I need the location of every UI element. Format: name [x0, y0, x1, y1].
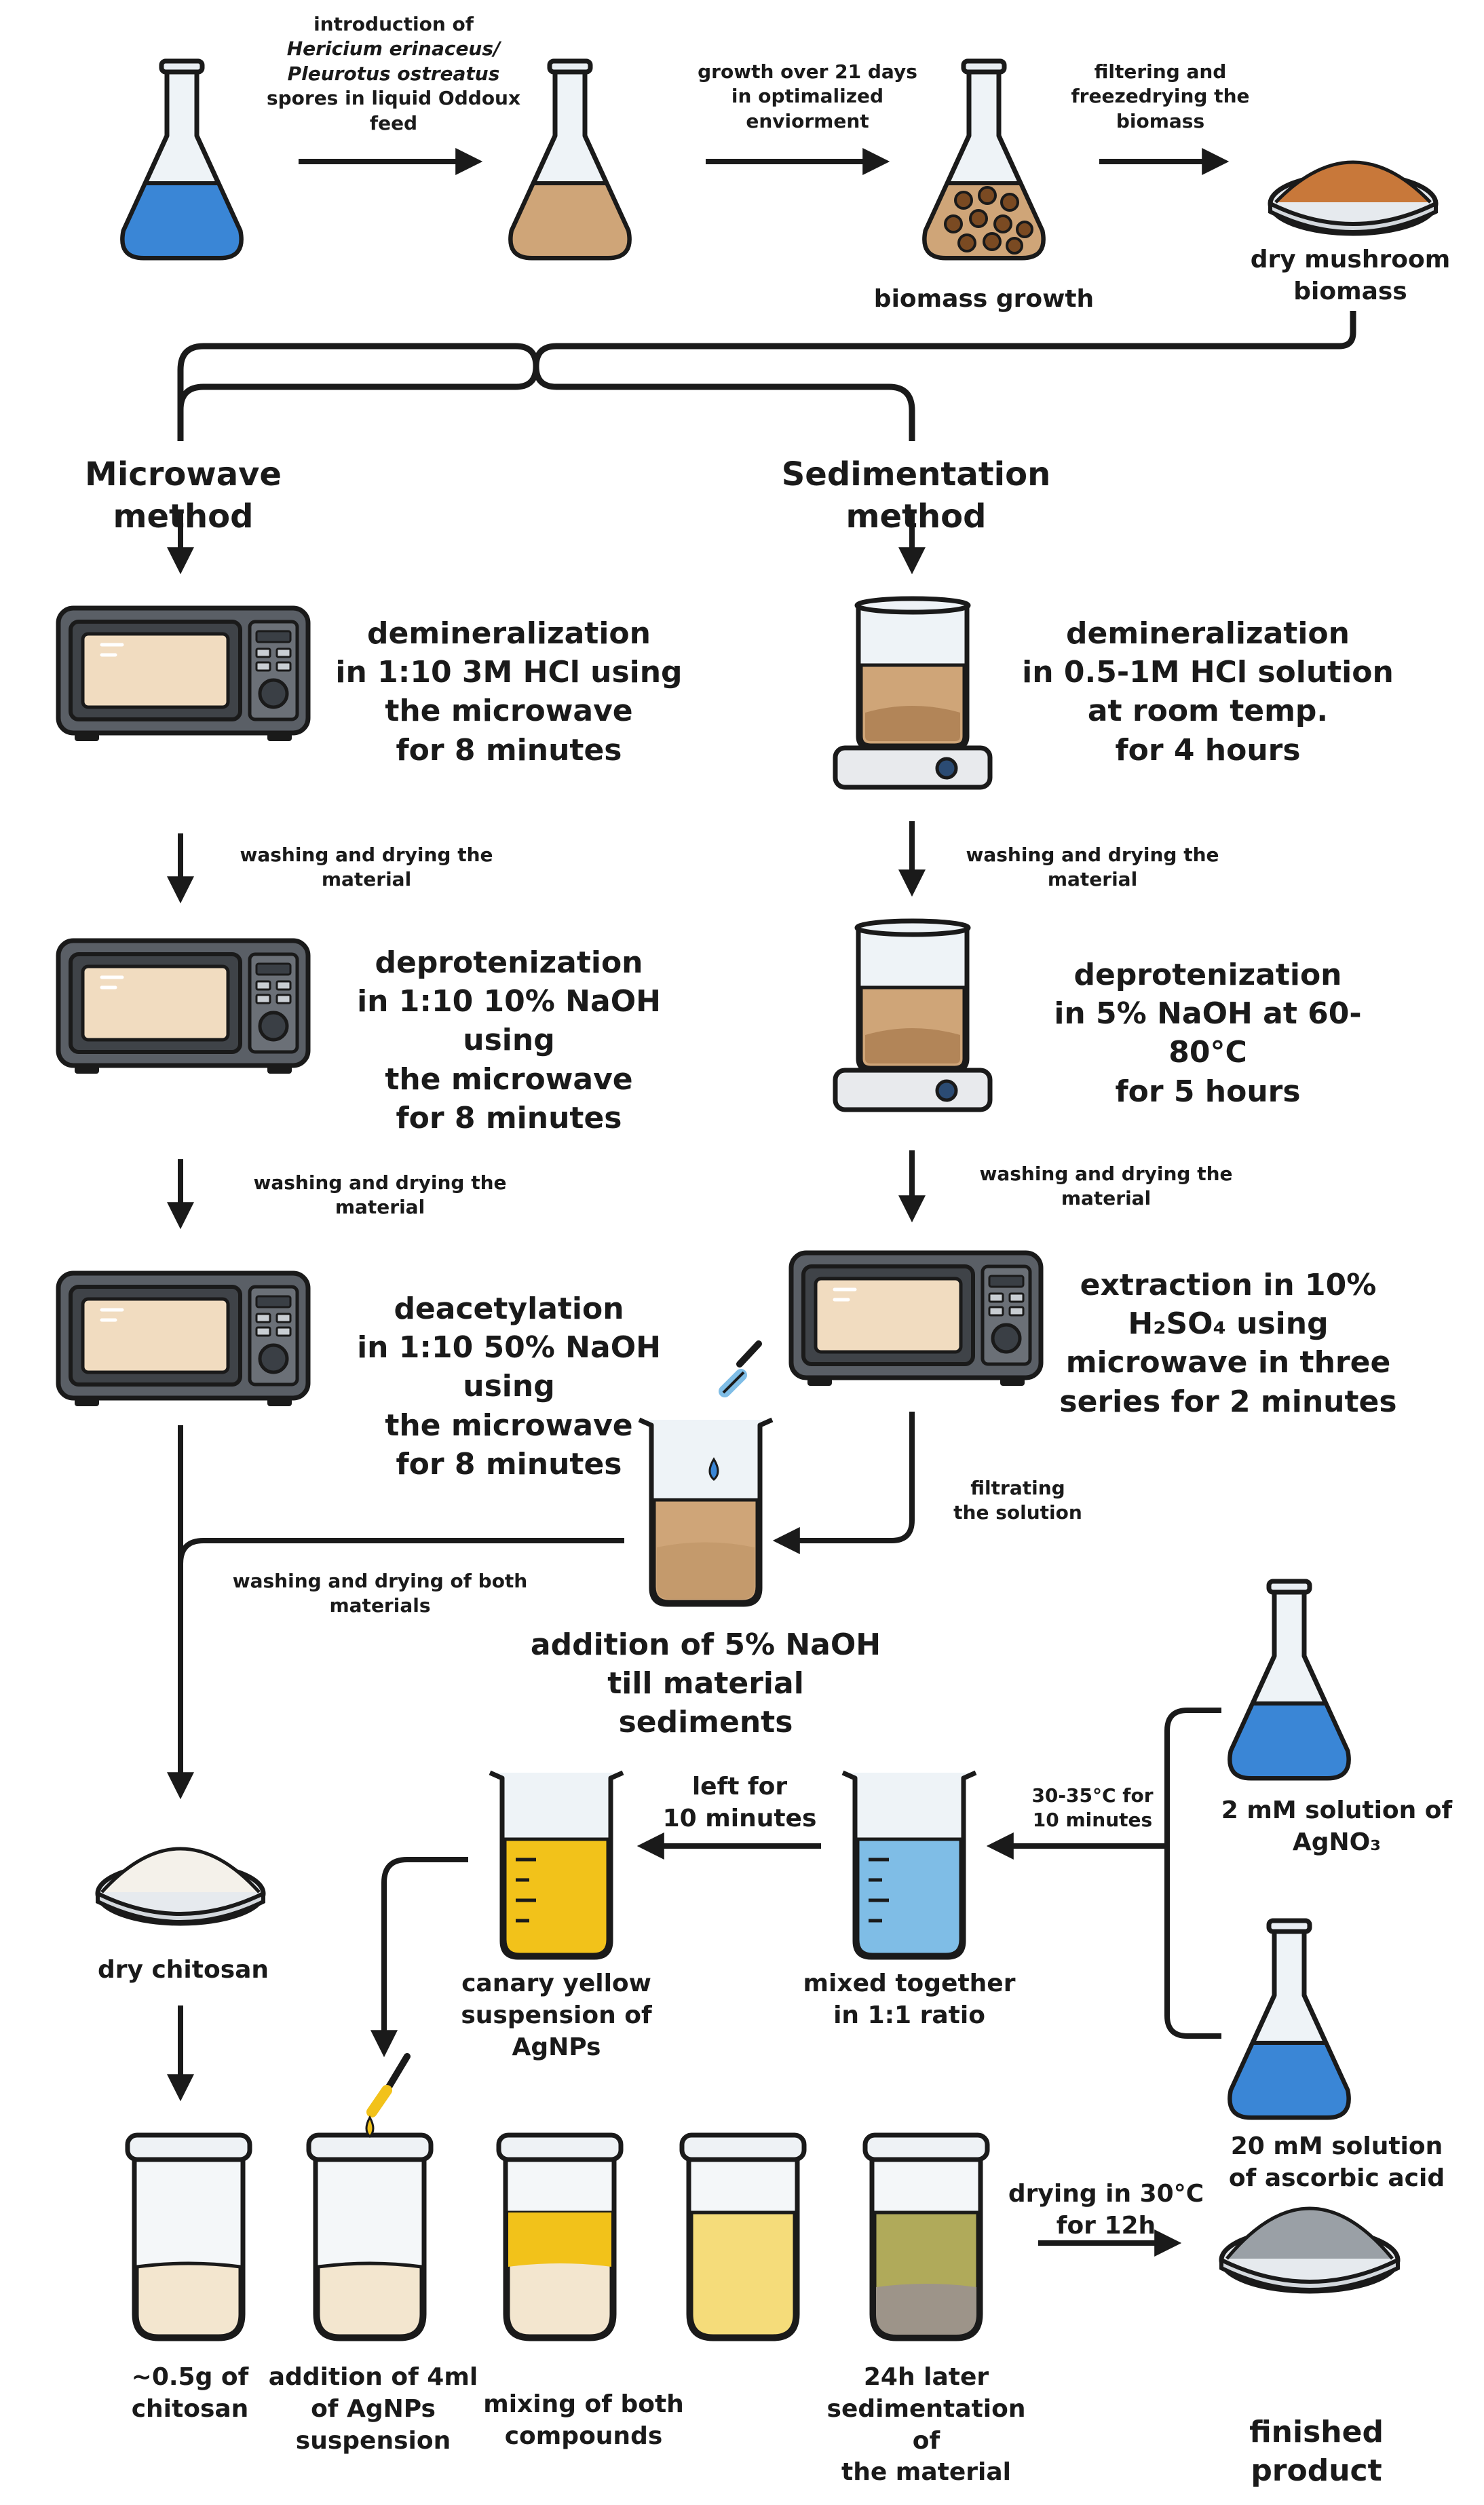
label-biomass-growth: biomass growth — [873, 285, 1095, 313]
label-finished-product: finished product — [1249, 2415, 1384, 2489]
jar-add-agnps — [309, 2135, 431, 2339]
arrow-filtrate — [772, 1412, 915, 1554]
dropper-icon — [365, 2053, 411, 2139]
microwave-extraction — [791, 1253, 1041, 1386]
flask-agno3 — [1230, 1581, 1349, 1778]
beaker-naoh-sediment — [639, 1420, 772, 1604]
stirrer-deprotenization — [835, 921, 990, 1110]
dish-dry-mushroom-biomass — [1268, 160, 1439, 236]
label-dry-chitosan: dry chitosan — [97, 1956, 269, 1984]
heading-sedimentation-method: Sedimentation method — [781, 455, 1051, 536]
jar-mixing — [499, 2135, 621, 2339]
merge-line — [178, 1538, 624, 1564]
beaker-canary-yellow — [490, 1773, 623, 1957]
beaker-mixed-light-blue — [843, 1773, 976, 1957]
label-dry-mushroom-biomass: dry mushroom biomass — [1250, 246, 1451, 305]
stirrer-demineralization — [835, 599, 990, 787]
jar-chitosan — [128, 2135, 250, 2339]
label-introduction: introduction of Hericium erinaceus/ Pleu… — [266, 13, 521, 134]
jar-mixed-yellow — [682, 2135, 804, 2339]
microwave-demineralization — [58, 608, 308, 741]
heading-microwave-method: Microwave method — [85, 455, 282, 536]
flask-tan-culture — [511, 61, 630, 258]
label-growth: growth over 21 days in optimalized envio… — [698, 60, 917, 132]
label-filtering: filtering and freezedrying the biomass — [1071, 60, 1250, 132]
arrow-to-add-agnps — [370, 1857, 468, 2058]
branch-brace — [177, 311, 1356, 441]
flask-blue-feed — [123, 61, 242, 258]
dish-dry-chitosan — [95, 1847, 266, 1926]
microwave-deprotenization — [58, 941, 308, 1074]
flask-biomass-growth — [925, 61, 1044, 258]
flask-ascorbic-acid — [1230, 1921, 1349, 2117]
jar-sedimented — [865, 2135, 987, 2339]
bracket-reagents — [1004, 1708, 1221, 2039]
dish-finished-product — [1219, 2206, 1401, 2294]
pipette-icon — [708, 1340, 762, 1481]
microwave-deacetylation — [58, 1273, 308, 1406]
